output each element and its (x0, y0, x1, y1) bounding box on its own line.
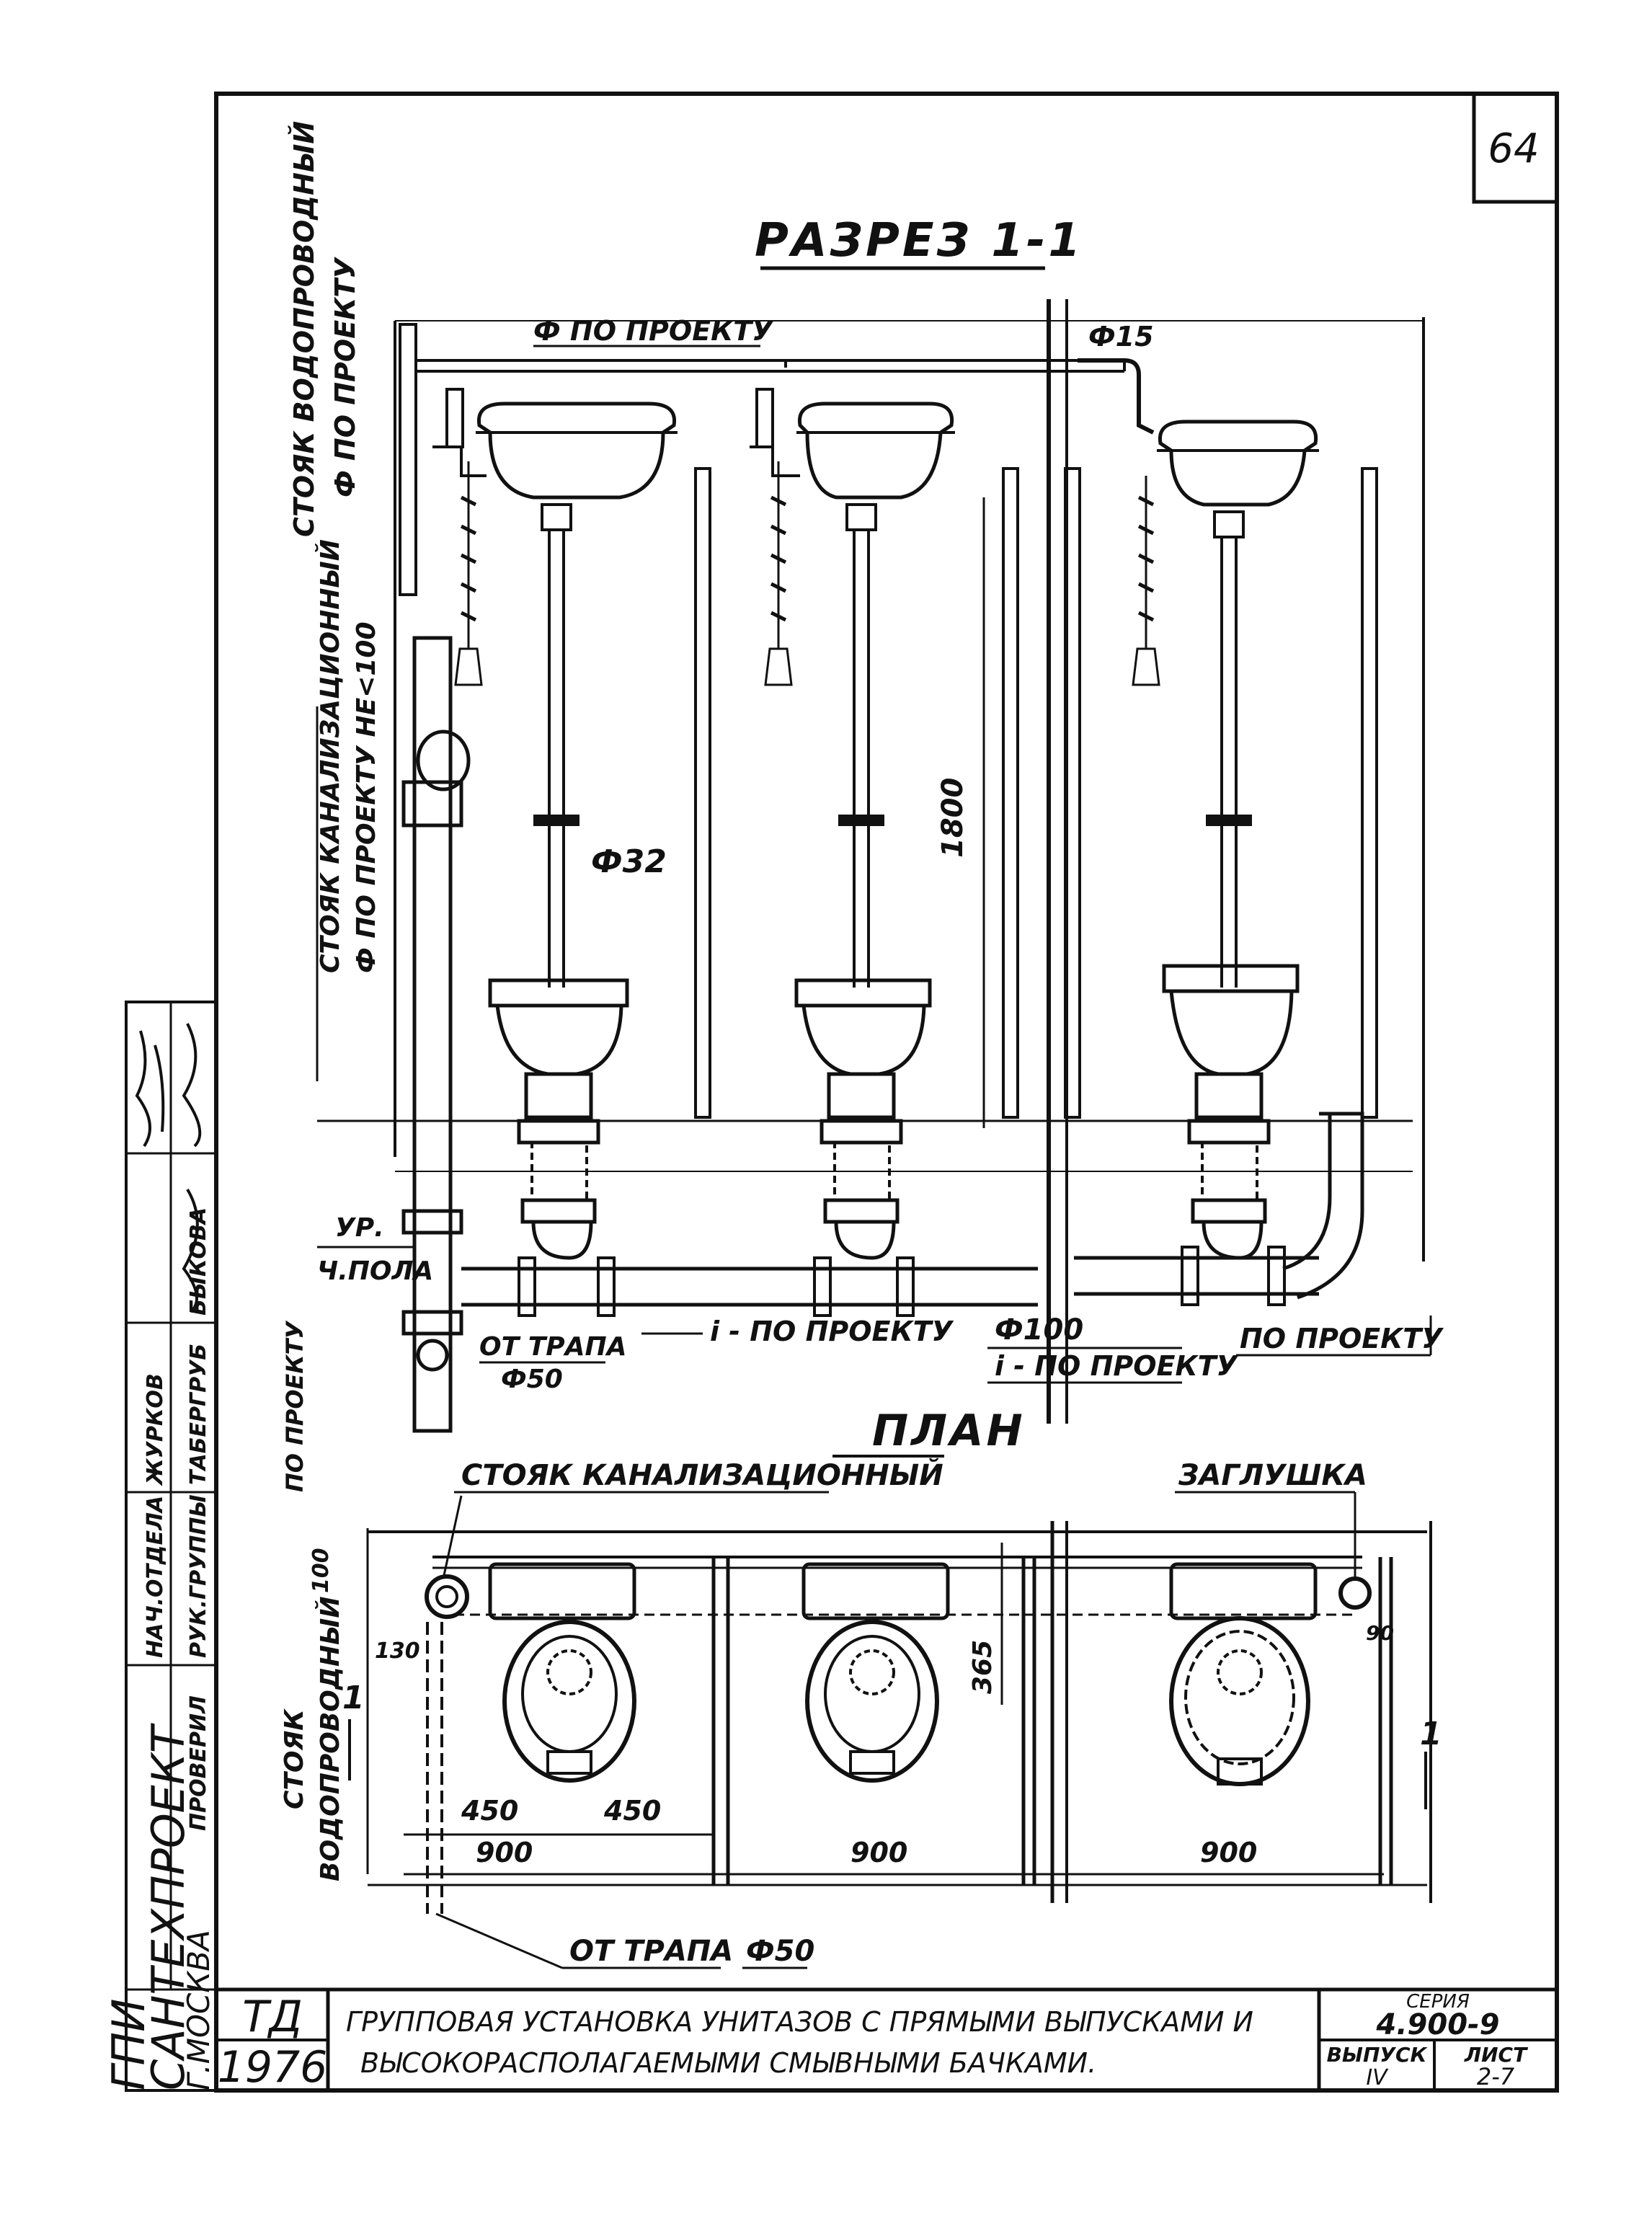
page-number-box (1472, 92, 1559, 204)
issue-label: ВЫПУСК (1327, 2043, 1429, 2067)
by-project-label: ПО ПРОЕКТУ (1240, 1323, 1444, 1354)
sewer-riser-size: Ф ПО ПРОЕКТУ НЕ<100 (352, 621, 381, 973)
section-mark-right: 1 (1420, 1716, 1442, 1752)
org-name-3: Г.МОСКВА (181, 1930, 216, 2090)
title-line-2: ВЫСОКОРАСПОЛАГАЕМЫМИ СМЫВНЫМИ БАЧКАМИ. (360, 2047, 1096, 2079)
water-riser-pipe (399, 323, 417, 596)
left-stamp (125, 1001, 218, 2092)
dim-900b: 900 (851, 1837, 907, 1868)
sheet-label: ЛИСТ (1464, 2043, 1528, 2067)
plan-walls (366, 1521, 1432, 1903)
dim-450a: 450 (461, 1795, 518, 1827)
stamp-role-2: РУК.ГРУППЫ (186, 1494, 211, 1658)
plan-title: ПЛАН (872, 1406, 1026, 1456)
height-dimension: 1800 (936, 778, 969, 858)
sheet-number: 2-7 (1477, 2063, 1515, 2090)
toilet-section-2 (794, 978, 932, 1260)
title-year: 1976 (218, 2042, 328, 2093)
floor-level-label-2: Ч.ПОЛА (317, 1256, 433, 1286)
plug-symbol (1338, 1576, 1372, 1610)
water-supply-line (416, 359, 1126, 373)
sewer-riser-label: СТОЯК КАНАЛИЗАЦИОННЫЙ (315, 539, 345, 973)
flush-tank-2 (750, 388, 955, 988)
dim-365: 365 (968, 1640, 998, 1694)
sewer-main-pipe (461, 1246, 1319, 1317)
water-riser-size: Ф ПО ПРОЕКТУ (329, 257, 361, 497)
title-line-1: ГРУППОВАЯ УСТАНОВКА УНИТАЗОВ С ПРЯМЫМИ В… (346, 2006, 1253, 2038)
title-code: ТД (242, 1992, 303, 2042)
stamp-name-3: БЫКОВА (186, 1207, 211, 1316)
sewer-riser (401, 636, 471, 1433)
plan-from-drain: ОТ ТРАПА (569, 1935, 733, 1968)
plan-water-riser-1: СТОЯК (280, 1708, 309, 1809)
org-name-2: САНТЕХПРОЕКТ (142, 1723, 195, 2090)
dim-130: 130 (375, 1638, 420, 1664)
plan-sewer-riser-label: СТОЯК КАНАЛИЗАЦИОННЫЙ (461, 1458, 943, 1492)
water-riser-label-group: СТОЯК ВОДОПРОВОДНЫЙ Ф ПО ПРОЕКТУ (288, 121, 361, 537)
toilet-section-1 (488, 978, 629, 1260)
stamp-name-1: ЖУРКОВ (143, 1373, 168, 1486)
plan-water-riser-2: ВОДОПРОВОДНЫЙ (315, 1597, 345, 1882)
dim-450b: 450 (603, 1795, 661, 1827)
from-drain-size: Ф50 (501, 1365, 563, 1394)
pipe-size-label-1: Ф ПО ПРОЕКТУ (533, 315, 774, 347)
series-label: СЕРИЯ (1406, 1991, 1470, 2013)
dim-100: 100 (308, 1548, 334, 1593)
plug-label: ЗАГЛУШКА (1178, 1459, 1367, 1492)
toilet-plan-3 (1169, 1616, 1310, 1786)
toilet-plan-2 (805, 1620, 939, 1783)
dim-900c: 900 (1200, 1837, 1257, 1868)
plan-by-project: ПО ПРОЕКТУ (281, 1321, 308, 1492)
org-name-1: ГПИ (102, 1998, 155, 2090)
stamp-role-1: НАЧ.ОТДЕЛА (143, 1496, 168, 1658)
dim-90: 90 (1366, 1621, 1394, 1645)
floor-level-label-1: УР. (335, 1213, 384, 1243)
series-number: 4.900-9 (1376, 2008, 1500, 2041)
main-pipe-slope: i - ПО ПРОЕКТУ (995, 1350, 1238, 1382)
plan-from-drain-size: Ф50 (746, 1935, 814, 1968)
flush-pipe-label: Ф32 (591, 843, 667, 880)
section-mark-left: 1 (342, 1680, 365, 1716)
water-riser-label: СТОЯК ВОДОПРОВОДНЫЙ (288, 121, 320, 537)
issue-number: IV (1366, 2065, 1389, 2090)
toilet-section-3 (1162, 964, 1300, 1260)
title-block (216, 1987, 1557, 2090)
stamp-name-2: ТАБЕРГРУБ (186, 1344, 211, 1485)
dim-900a: 900 (476, 1837, 533, 1868)
page-number: 64 (1488, 125, 1539, 172)
plan-sewer-riser (425, 1574, 469, 1619)
slope-label: i - ПО ПРОЕКТУ (710, 1316, 954, 1347)
pipe-size-label-2: Ф15 (1088, 321, 1154, 352)
flush-tank-3 (1132, 420, 1319, 988)
from-drain-label: ОТ ТРАПА (479, 1332, 627, 1362)
stamp-role-3: ПРОВЕРИЛ (186, 1695, 211, 1831)
section-title: РАЗРЕЗ 1-1 (755, 214, 1083, 267)
toilet-plan-1 (502, 1620, 636, 1783)
flush-tank-1 (432, 388, 678, 988)
main-pipe-size: Ф100 (995, 1313, 1083, 1347)
